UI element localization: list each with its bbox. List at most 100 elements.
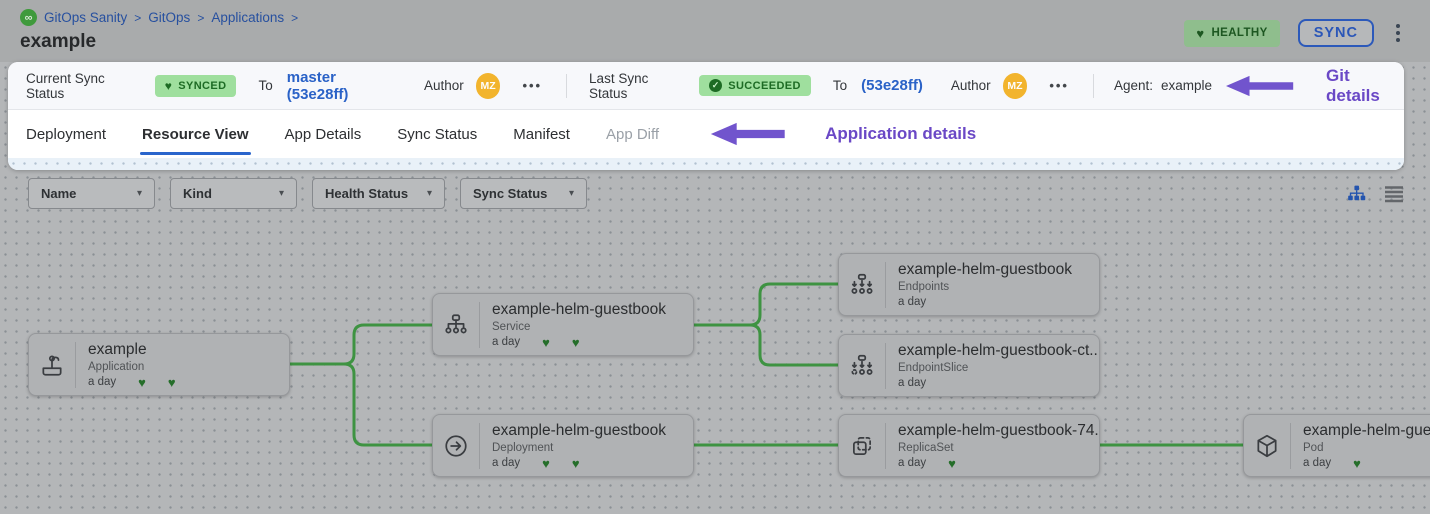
tab-sync-status[interactable]: Sync Status [397,125,478,143]
list-view-icon[interactable] [1384,185,1404,203]
breadcrumb-applications[interactable]: Applications [211,10,285,25]
health-status-badge: ♥ HEALTHY [1184,19,1280,47]
gitops-logo-icon: ∞ [20,9,37,26]
last-revision-link[interactable]: (53e28ff) [861,77,923,94]
application-details-annotation: Application details [825,124,977,143]
breadcrumb-separator: > [197,10,205,25]
endpointslice-icon [851,354,873,375]
node-kind: Deployment [492,441,554,454]
node-replicaset[interactable]: example-helm-guestbook-74... ReplicaSet … [838,414,1100,477]
tab-resource-view[interactable]: Resource View [140,110,251,158]
current-revision-link[interactable]: master (53e28ff) [286,68,349,103]
health-heart-icon: ♥ [542,455,550,470]
app-header: ∞ GitOps Sanity > GitOps > Applications … [0,0,1430,62]
node-kind: Pod [1303,441,1324,454]
page-title: example [20,31,97,52]
health-heart-icon: ♥ [167,374,176,389]
more-options-icon[interactable]: ••• [522,78,543,93]
health-heart-icon: ♥ [948,455,956,470]
to-label: To [258,78,273,93]
node-age: a day [1303,457,1332,469]
breadcrumb-gitops[interactable]: GitOps [148,10,191,25]
succeeded-badge: ✓ SUCCEEDED [699,75,811,96]
chevron-down-icon: ▾ [426,188,432,199]
node-pod[interactable]: example-helm-guest Pod a day ♥ [1243,414,1430,477]
tab-manifest[interactable]: Manifest [513,125,570,143]
sync-button[interactable]: SYNC [1297,19,1374,47]
heart-icon: ♥ [1196,25,1205,41]
endpoints-icon [851,273,873,294]
breadcrumb-separator: > [134,10,142,25]
health-heart-icon: ♥ [138,374,146,389]
chevron-down-icon: ▾ [568,188,574,199]
synced-badge: ♥ SYNCED [154,74,237,97]
to-label: To [832,78,848,93]
health-heart-icon: ♥ [542,334,550,349]
node-kind: Endpoints [898,281,950,293]
node-title: example [88,340,147,358]
node-deployment[interactable]: example-helm-guestbook Deployment a day … [432,414,694,477]
last-sync-status-label: Last Sync Status [589,70,649,101]
node-title: example-helm-guest [1303,421,1430,439]
filter-kind[interactable]: Kind▾ [170,178,297,209]
kebab-menu-icon[interactable] [1392,22,1404,44]
author-avatar: MZ [475,72,501,99]
node-title: example-helm-guestbook [492,300,667,318]
node-title: example-helm-guestbook [492,421,667,439]
node-age: a day [492,457,521,469]
agent-value: example [1160,78,1212,93]
filter-health-status[interactable]: Health Status▾ [312,178,445,209]
tab-app-diff[interactable]: App Diff [605,125,660,143]
node-kind: ReplicaSet [898,441,954,454]
replicaset-icon [853,436,871,455]
node-age: a day [898,296,927,308]
node-kind: EndpointSlice [898,362,969,374]
health-heart-icon: ♥ [571,334,580,349]
breadcrumb-gitops-sanity[interactable]: GitOps Sanity [44,10,128,25]
filter-name[interactable]: Name▾ [28,178,155,209]
node-application-example[interactable]: example Application a day ♥ ♥ [28,333,290,396]
node-title: example-helm-guestbook-ct... [898,342,1099,359]
tabs-bar: Deployment Resource View App Details Syn… [8,110,1404,158]
agent-label: Agent: [1113,78,1153,93]
node-age: a day [898,377,927,389]
chevron-down-icon: ▾ [136,188,142,199]
more-options-icon[interactable]: ••• [1049,78,1069,93]
filter-bar: Name▾ Kind▾ Health Status▾ Sync Status▾ [28,178,587,209]
node-kind: Application [88,360,145,373]
pod-icon [1257,434,1277,457]
node-endpoints[interactable]: example-helm-guestbook Endpoints a day [838,253,1100,316]
git-details-bar: Current Sync Status ♥ SYNCED To master (… [8,62,1404,110]
check-circle-icon: ✓ [709,79,723,92]
tree-view-icon[interactable] [1346,184,1367,204]
tab-app-details[interactable]: App Details [284,125,362,143]
health-heart-icon: ♥ [1353,455,1361,470]
application-icon [42,354,62,376]
node-endpointslice[interactable]: example-helm-guestbook-ct... EndpointSli… [838,334,1100,397]
current-sync-status-label: Current Sync Status [26,70,105,101]
node-age: a day [898,457,927,469]
node-title: example-helm-guestbook-74... [898,421,1099,439]
author-avatar: MZ [1002,72,1028,99]
deployment-icon [445,434,467,457]
divider [1092,73,1094,98]
node-title: example-helm-guestbook [898,261,1073,278]
author-label: Author [423,78,464,93]
node-service[interactable]: example-helm-guestbook Service a day ♥ ♥ [432,293,694,356]
service-icon [445,313,467,333]
app-details-panel: Current Sync Status ♥ SYNCED To master (… [8,62,1404,170]
node-age: a day [492,336,521,348]
git-details-annotation: Git details [1326,65,1380,105]
author-label: Author [950,78,991,93]
health-heart-icon: ♥ [571,455,580,470]
node-kind: Service [492,320,531,333]
chevron-down-icon: ▾ [278,188,284,199]
node-age: a day [88,376,117,388]
tab-deployment[interactable]: Deployment [26,125,107,143]
canvas-sliver [8,158,1404,170]
breadcrumb: ∞ GitOps Sanity > GitOps > Applications … [20,9,298,26]
breadcrumb-separator: > [291,10,299,25]
divider [566,73,568,98]
filter-sync-status[interactable]: Sync Status▾ [460,178,587,209]
heart-icon: ♥ [164,78,173,93]
